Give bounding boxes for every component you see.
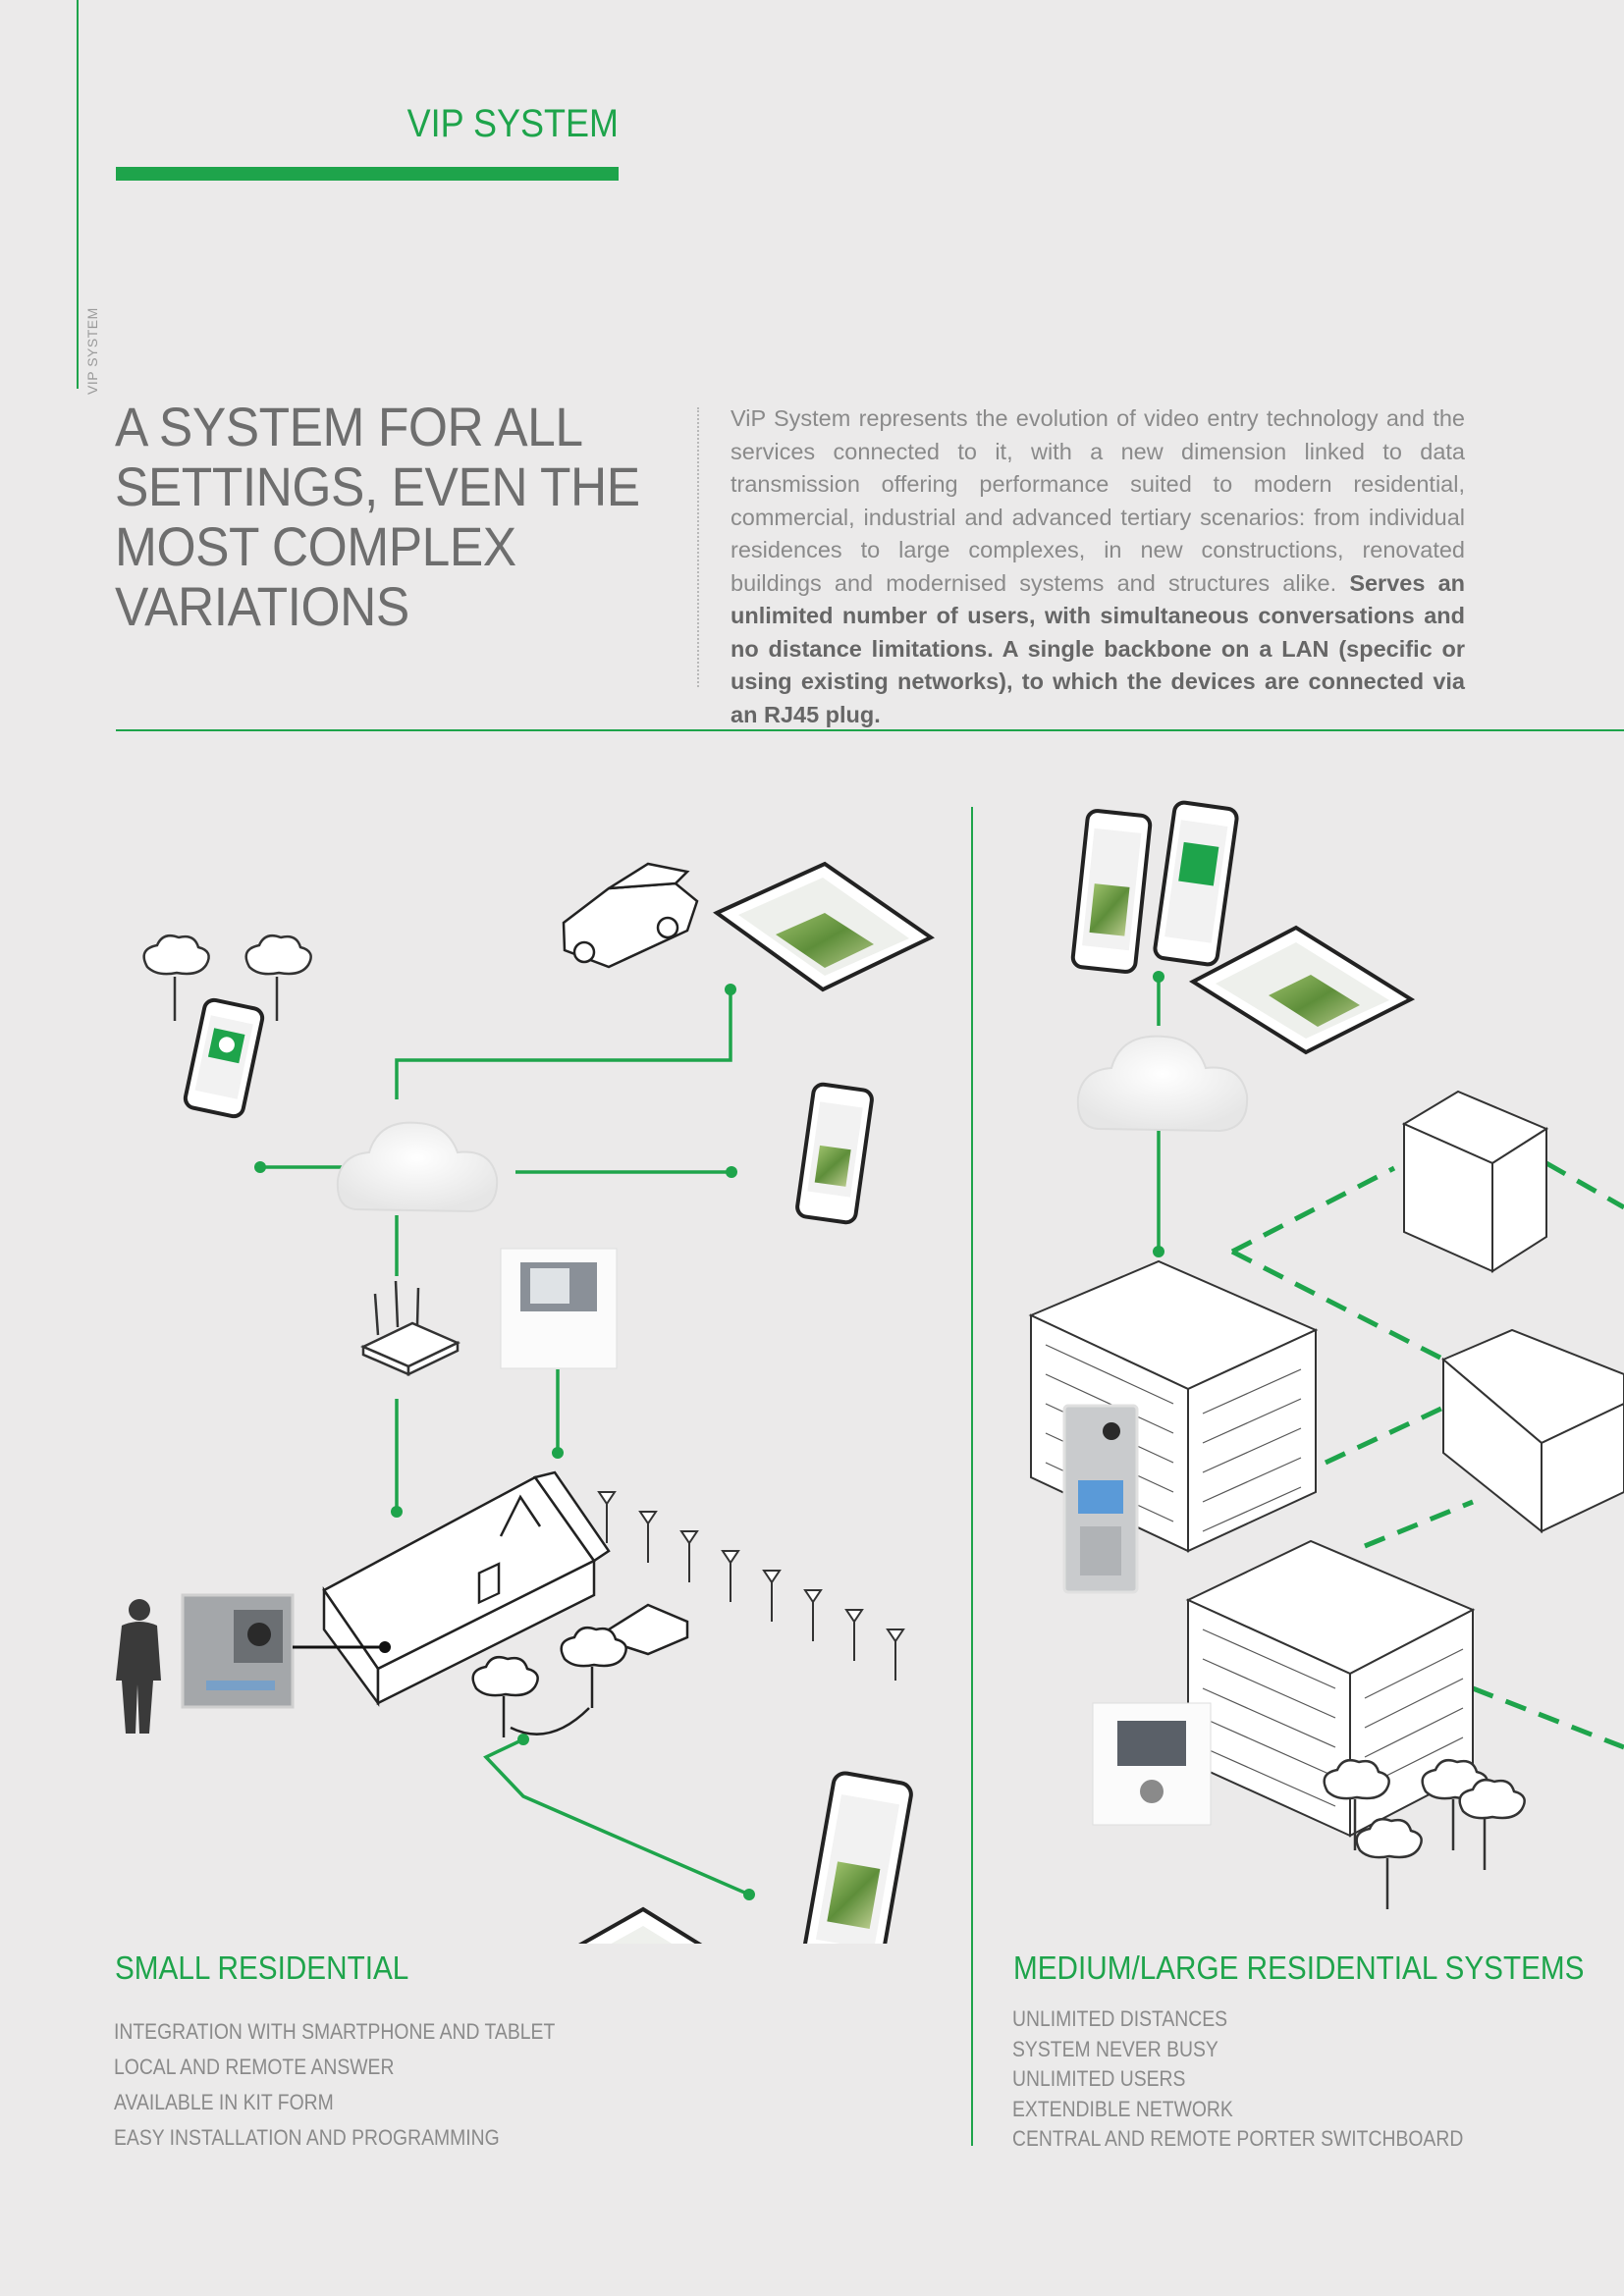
list-item: CENTRAL AND REMOTE PORTER SWITCHBOARD [1012,2126,1464,2151]
edge-accent-line [77,0,79,389]
intro-bold-text: Serves an unlimited number of users, wit… [731,569,1465,727]
section-title: VIP SYSTEM [406,102,619,145]
building-icon [1028,1090,1624,1838]
headline-line: SETTINGS, EVEN THE [115,455,640,517]
dotted-divider [697,407,699,687]
headline-line: MOST COMPLEX [115,515,516,577]
cloud-icon [1076,1035,1249,1133]
list-item: EASY INSTALLATION AND PROGRAMMING [114,2125,500,2150]
cloud-icon [336,1121,499,1213]
section-title-bar [116,167,619,181]
left-column-heading: SMALL RESIDENTIAL [115,1949,409,1986]
house-icon [322,1470,611,1707]
door-panel-icon [181,1593,295,1709]
tree-icon [1323,1759,1526,1909]
car-icon [562,862,699,969]
list-item: INTEGRATION WITH SMARTPHONE AND TABLET [114,2019,556,2044]
lamp-post-icon [597,1491,905,1681]
smartphone-icon [795,1082,874,1225]
tablet-icon [1188,925,1416,1055]
list-item: UNLIMITED DISTANCES [1012,2006,1228,2031]
smartphone-icon [183,997,265,1119]
right-column-heading: MEDIUM/LARGE RESIDENTIAL SYSTEMS [1013,1949,1585,1986]
tree-icon [142,934,312,1021]
page-headline: A SYSTEM FOR ALL SETTINGS, EVEN THE MOST… [115,396,640,637]
monitor-icon [1092,1702,1212,1826]
intro-text: ViP System represents the evolution of v… [731,405,1465,596]
list-item: EXTENDIBLE NETWORK [1012,2096,1233,2121]
intro-paragraph: ViP System represents the evolution of v… [731,402,1465,731]
tablet-icon [713,861,935,992]
smartphone-icon [1070,800,1239,974]
person-icon [116,1599,161,1734]
side-tab: VIP SYSTEM [84,304,106,395]
horizontal-rule [116,729,1624,731]
side-tab-label: VIP SYSTEM [84,307,100,395]
list-item: LOCAL AND REMOTE ANSWER [114,2055,395,2079]
headline-line: A SYSTEM FOR ALL [115,396,583,457]
list-item: AVAILABLE IN KIT FORM [114,2090,334,2114]
monitor-icon [500,1248,618,1369]
list-item: UNLIMITED USERS [1012,2066,1186,2091]
left-feature-list: INTEGRATION WITH SMARTPHONE AND TABLET L… [114,2014,616,2156]
headline-line: VARIATIONS [115,575,409,637]
column-divider [971,807,973,2146]
door-panel-icon [1062,1404,1139,1594]
right-feature-list: UNLIMITED DISTANCES SYSTEM NEVER BUSY UN… [1012,2004,1525,2155]
router-icon [359,1280,461,1376]
list-item: SYSTEM NEVER BUSY [1012,2036,1218,2061]
system-illustration [116,800,1624,1944]
tablet-icon [578,1906,703,1944]
smartphone-icon [801,1771,913,1944]
